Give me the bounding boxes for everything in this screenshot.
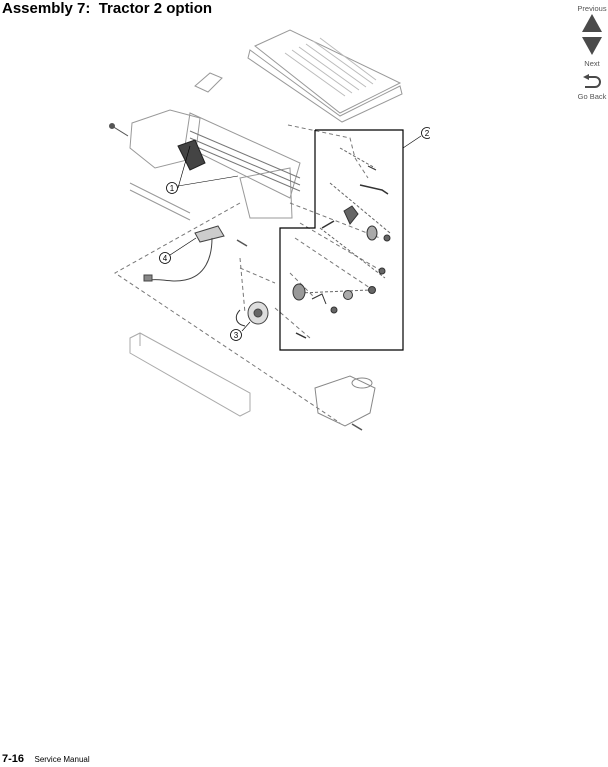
navigation-panel: Previous Next Go Back xyxy=(572,4,608,101)
previous-label: Previous xyxy=(577,4,607,13)
right-end-cover xyxy=(314,375,376,431)
exploded-view-diagram: 1 2 xyxy=(109,29,430,431)
page-title: Assembly 7: Tractor 2 option xyxy=(2,0,213,17)
tractor-motor: 3 xyxy=(230,301,269,341)
next-arrow-icon[interactable] xyxy=(581,36,603,56)
page-footer: 7-16 Service Manual xyxy=(2,749,90,767)
page-number: 7-16 xyxy=(2,753,25,765)
leader-lines xyxy=(114,124,386,424)
svg-text:4: 4 xyxy=(163,254,168,263)
svg-text:3: 3 xyxy=(234,331,239,340)
svg-text:2: 2 xyxy=(425,129,430,138)
next-label: Next xyxy=(584,59,600,68)
left-screw xyxy=(109,123,129,137)
paper-tray xyxy=(247,29,403,123)
tractor-frame xyxy=(129,109,301,221)
sensor-cable-assembly: 4 xyxy=(143,225,248,282)
guide-piece xyxy=(194,72,223,93)
motor-subassembly-box: 2 xyxy=(279,127,430,351)
go-back-label: Go Back xyxy=(577,92,607,101)
callout-1: 1 xyxy=(166,145,239,194)
previous-arrow-icon[interactable] xyxy=(581,13,603,33)
svg-text:1: 1 xyxy=(170,184,175,193)
go-back-icon[interactable] xyxy=(581,74,603,92)
lower-cover xyxy=(129,332,251,417)
